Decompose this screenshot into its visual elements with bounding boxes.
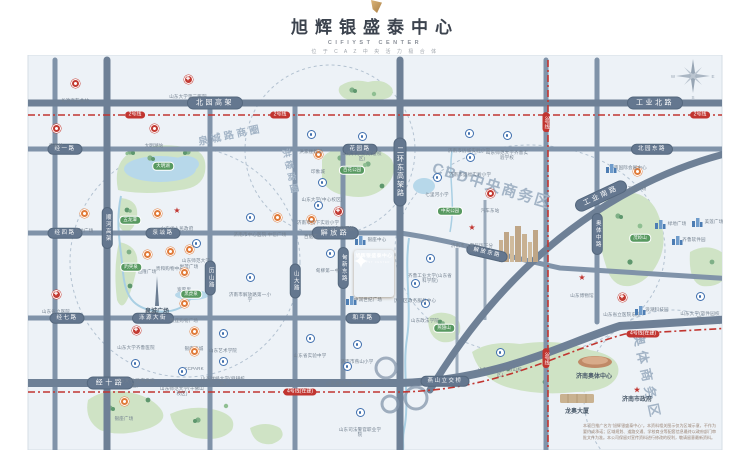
longao-building-drawing <box>560 394 594 403</box>
disclaimer-text: 本项目推广名为"旭辉银盛泰中心"。本资料相关图示仅为区域示意，不作为要约或承诺；… <box>583 423 716 441</box>
project-marker-card: 旭辉银盛泰中心 CIFIYST CENTER <box>354 250 394 297</box>
project-subname: CIFIYST CENTER <box>357 260 391 264</box>
quancheng-tower <box>155 276 159 306</box>
page-tagline: 位 于 C A Z 中 央 活 力 极 合 体 <box>311 49 439 55</box>
page-header: 旭辉银盛泰中心 CIFIYST CENTER 位 于 C A Z 中 央 活 力… <box>0 0 750 55</box>
brand-ribbon-icon <box>371 0 382 13</box>
compass-icon <box>676 59 710 93</box>
project-name: 旭辉银盛泰中心 <box>355 254 393 259</box>
compass-w: W <box>671 74 676 79</box>
compass-n: N <box>691 51 695 57</box>
compass-s: S <box>691 95 694 100</box>
interchange-loops <box>374 356 429 414</box>
olympic-center-drawing <box>578 356 612 368</box>
project-logo-icon <box>354 254 368 268</box>
compass-e: E <box>711 74 714 79</box>
page-subtitle: CIFIYST CENTER <box>327 40 423 46</box>
page-title: 旭辉银盛泰中心 <box>291 18 459 37</box>
